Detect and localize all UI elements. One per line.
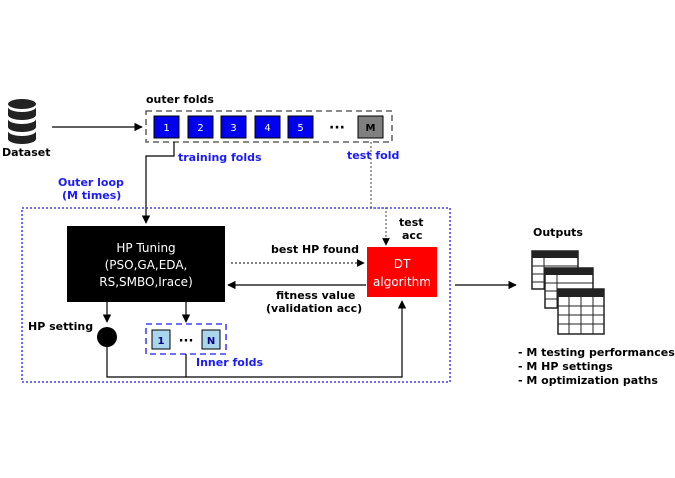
hp-tuning-box (67, 226, 225, 302)
outer-fold-2-label: 2 (197, 123, 203, 134)
outer-fold-test (357, 115, 384, 139)
best-hp-label: best HP found (271, 243, 359, 256)
output-item-1: - M testing performances (518, 346, 675, 359)
dataset-label: Dataset (2, 146, 51, 159)
hp-tuning-methods-line1: (PSO,GA,EDA, (105, 258, 188, 272)
outer-fold-3-label: 3 (230, 123, 236, 134)
output-item-3: - M optimization paths (518, 374, 658, 387)
training-folds-arrow (141, 142, 175, 224)
test-acc-label-line2: acc (402, 229, 422, 242)
test-acc-label-line1: test (399, 216, 424, 229)
outer-folds-title: outer folds (146, 93, 214, 106)
outputs-title: Outputs (533, 226, 583, 239)
fitness-label-line1: fitness value (276, 289, 355, 302)
dt-algorithm-title: DT (394, 257, 411, 271)
outer-fold-4-label: 4 (264, 123, 270, 134)
outer-folds-ellipsis: ··· (329, 120, 345, 136)
outer-fold-2 (187, 115, 214, 139)
hp-setting-to-dt-arrow (106, 300, 407, 378)
output-item-2: - M HP settings (518, 360, 613, 373)
hp-tuning-methods-line2: RS,SMBO,Irace) (99, 275, 193, 289)
outer-fold-3 (220, 115, 247, 139)
hp-setting-node (97, 327, 117, 347)
fitness-label-line2: (validation acc) (266, 302, 362, 315)
tables-icon (531, 250, 605, 335)
outer-loop-label: Outer loop (58, 176, 124, 189)
training-folds-label: training folds (178, 151, 262, 164)
database-icon (8, 99, 36, 144)
dt-algorithm-subtitle: algorithm (373, 275, 431, 289)
outer-fold-1-label: 1 (163, 123, 169, 134)
inner-fold-last (201, 329, 221, 350)
outer-loop-box (21, 207, 451, 383)
outer-fold-4 (254, 115, 281, 139)
outer-fold-list: 1 2 3 4 5 (153, 115, 314, 139)
dt-algorithm-box (367, 247, 437, 297)
outer-fold-test-label: M (366, 123, 376, 134)
inner-folds-ellipsis: ··· (179, 334, 194, 349)
inner-fold-last-label: N (207, 336, 215, 347)
outer-loop-times: (M times) (62, 189, 121, 202)
outer-fold-1 (153, 115, 180, 139)
hp-tuning-title: HP Tuning (116, 241, 175, 255)
test-fold-label: test fold (347, 149, 399, 162)
inner-fold-first (151, 329, 171, 350)
outer-fold-5-label: 5 (297, 123, 303, 134)
outer-fold-5 (287, 115, 314, 139)
hp-setting-label: HP setting (28, 320, 93, 333)
inner-fold-first-label: 1 (158, 336, 165, 347)
outer-folds-box (145, 110, 393, 143)
inner-folds-label: Inner folds (196, 356, 263, 369)
